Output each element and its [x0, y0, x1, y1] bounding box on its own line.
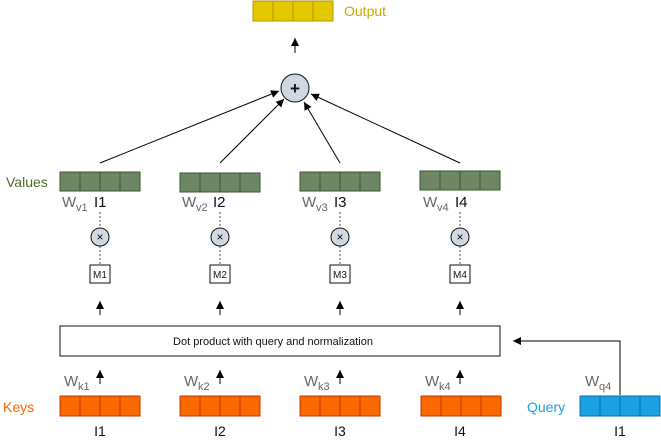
svg-text:×: × [336, 230, 343, 244]
key-vector-2 [179, 395, 261, 417]
key-weight-label-3: W k3 [304, 373, 330, 393]
svg-text:M1: M1 [93, 270, 107, 281]
values-label: Values [6, 174, 48, 190]
svg-text:M3: M3 [333, 270, 347, 281]
key-vector-1 [59, 395, 141, 417]
value3-to-sum-arrow [303, 101, 341, 164]
svg-text:I2: I2 [213, 194, 226, 211]
svg-text:W: W [64, 373, 79, 390]
query-to-norm-arrow [513, 337, 621, 395]
value-vector-4 [419, 170, 501, 191]
key-index-4: I4 [454, 423, 466, 439]
svg-text:I1: I1 [94, 194, 107, 211]
svg-text:W: W [585, 373, 600, 390]
value-weight-label-1: W v1 I1 [62, 194, 107, 214]
query-weight-label: W q4 [585, 373, 611, 393]
value2-to-sum-arrow [219, 98, 285, 164]
dashed-connectors [99, 212, 461, 265]
svg-text:k3: k3 [318, 381, 330, 393]
key-index-1: I1 [94, 423, 106, 439]
query-index: I1 [614, 423, 626, 439]
value-weight-label-2: W v2 I2 [182, 194, 226, 214]
value-weight-label-3: W v3 I3 [302, 194, 347, 214]
svg-text:M2: M2 [213, 270, 227, 281]
svg-text:k2: k2 [198, 381, 210, 393]
svg-text:W: W [182, 194, 197, 211]
query-vector [579, 395, 661, 417]
value4-to-sum-arrow [310, 93, 461, 164]
svg-text:I3: I3 [334, 194, 347, 211]
svg-text:×: × [456, 230, 463, 244]
key-vector-4 [420, 395, 502, 417]
key-index-2: I2 [214, 423, 226, 439]
weight-box-m2: M2 [209, 264, 231, 284]
key-vector-3 [299, 395, 381, 417]
svg-text:W: W [423, 194, 438, 211]
key-weight-label-4: W k4 [425, 373, 451, 393]
keys-label: Keys [3, 399, 34, 415]
multiply-operator-4: × [450, 227, 470, 247]
svg-text:k4: k4 [439, 381, 451, 393]
key-index-3: I3 [334, 423, 346, 439]
svg-text:×: × [96, 230, 103, 244]
key-weight-label-1: W k1 [64, 373, 90, 393]
sum-operator-label: + [290, 79, 300, 98]
value-vector-1 [59, 171, 141, 192]
output-label: Output [344, 3, 386, 19]
svg-text:k1: k1 [78, 381, 90, 393]
svg-text:v4: v4 [437, 202, 449, 214]
key-weight-label-2: W k2 [184, 373, 210, 393]
dot-product-box: Dot product with query and normalization [59, 325, 501, 357]
svg-text:v3: v3 [316, 202, 328, 214]
svg-text:q4: q4 [599, 381, 611, 393]
svg-text:W: W [425, 373, 440, 390]
weight-box-m4: M4 [449, 264, 471, 284]
multiply-operator-2: × [210, 227, 230, 247]
value-weight-label-4: W v4 I4 [423, 194, 468, 214]
svg-text:×: × [216, 230, 223, 244]
svg-text:v2: v2 [196, 202, 208, 214]
svg-text:W: W [184, 373, 199, 390]
value1-to-sum-arrow [99, 90, 280, 164]
multiply-operator-3: × [330, 227, 350, 247]
sum-operator: + [280, 73, 310, 103]
svg-text:W: W [302, 194, 317, 211]
value-vector-3 [299, 171, 381, 192]
svg-text:I4: I4 [455, 194, 468, 211]
svg-text:M4: M4 [453, 270, 467, 281]
svg-text:W: W [304, 373, 319, 390]
dot-product-box-label: Dot product with query and normalization [173, 336, 373, 348]
multiply-operator-1: × [90, 227, 110, 247]
query-label: Query [527, 399, 565, 415]
weight-box-m3: M3 [329, 264, 351, 284]
svg-text:W: W [62, 194, 77, 211]
output-vector [252, 0, 334, 22]
weight-box-m1: M1 [89, 264, 111, 284]
svg-text:v1: v1 [76, 202, 88, 214]
value-vector-2 [179, 172, 261, 193]
